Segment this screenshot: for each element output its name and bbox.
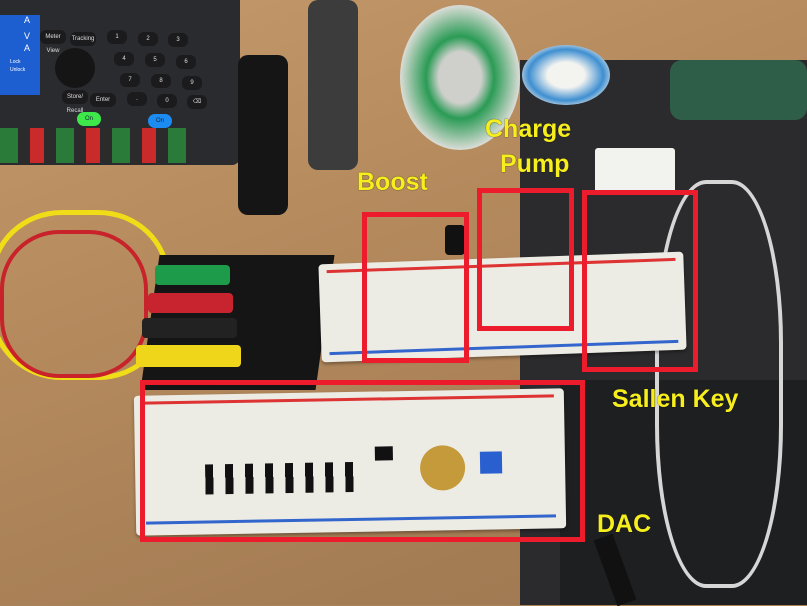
pliers — [670, 60, 807, 120]
key-9[interactable]: 9 — [182, 76, 202, 90]
sallen-key-label: Sallen Key — [612, 385, 739, 413]
charge-pump-label-line1: Charge — [485, 115, 572, 143]
unlock-label: Unlock — [10, 67, 26, 73]
charge-pump-box — [477, 188, 574, 331]
probe-cable — [655, 180, 783, 588]
black-plug — [142, 318, 237, 338]
key-6[interactable]: 6 — [176, 55, 196, 69]
red-plug — [148, 293, 233, 313]
unit-label: A — [24, 15, 31, 25]
enter-button[interactable]: Enter — [90, 93, 116, 107]
lock-label: Lock — [10, 59, 21, 65]
store-recall-button[interactable]: Store/ Recall — [62, 90, 88, 114]
arrow-pad[interactable] — [55, 48, 95, 88]
psu-screen: A V A Lock Unlock — [0, 15, 40, 95]
mini-breadboard — [595, 148, 675, 193]
electrolytic-capacitor — [445, 225, 465, 255]
power-supply: A V A Lock Unlock Meter View Tracking 1 … — [0, 0, 240, 165]
key-8[interactable]: 8 — [151, 74, 171, 88]
boost-label: Boost — [357, 168, 428, 196]
solder-spool — [400, 5, 520, 150]
key-0[interactable]: 0 — [157, 94, 177, 108]
key-7[interactable]: 7 — [120, 73, 140, 87]
charge-pump-label-line2: Pump — [500, 150, 570, 178]
green-plug — [155, 265, 230, 285]
key-4[interactable]: 4 — [114, 52, 134, 66]
output-on-button-2[interactable]: On — [148, 114, 172, 128]
tracking-button[interactable]: Tracking — [70, 32, 96, 46]
sallen-key-box — [582, 190, 698, 372]
flashlight-grey — [308, 0, 358, 170]
meter-view-button[interactable]: Meter View — [40, 30, 66, 54]
key-1[interactable]: 1 — [107, 30, 127, 44]
desolder-wick — [522, 45, 610, 105]
dac-box — [140, 380, 585, 542]
key-dot[interactable]: . — [127, 92, 147, 106]
flashlight-black — [238, 55, 288, 215]
unit-label: V — [24, 31, 31, 41]
output-on-button-1[interactable]: On — [77, 112, 101, 126]
boost-box — [362, 212, 469, 363]
red-wire — [0, 230, 148, 378]
binding-posts — [0, 128, 190, 163]
unit-label: A — [24, 43, 31, 53]
backspace-key[interactable]: ⌫ — [187, 95, 207, 109]
key-3[interactable]: 3 — [168, 33, 188, 47]
yellow-plug — [136, 345, 241, 367]
dac-label: DAC — [597, 510, 652, 538]
key-2[interactable]: 2 — [138, 32, 158, 46]
key-5[interactable]: 5 — [145, 53, 165, 67]
